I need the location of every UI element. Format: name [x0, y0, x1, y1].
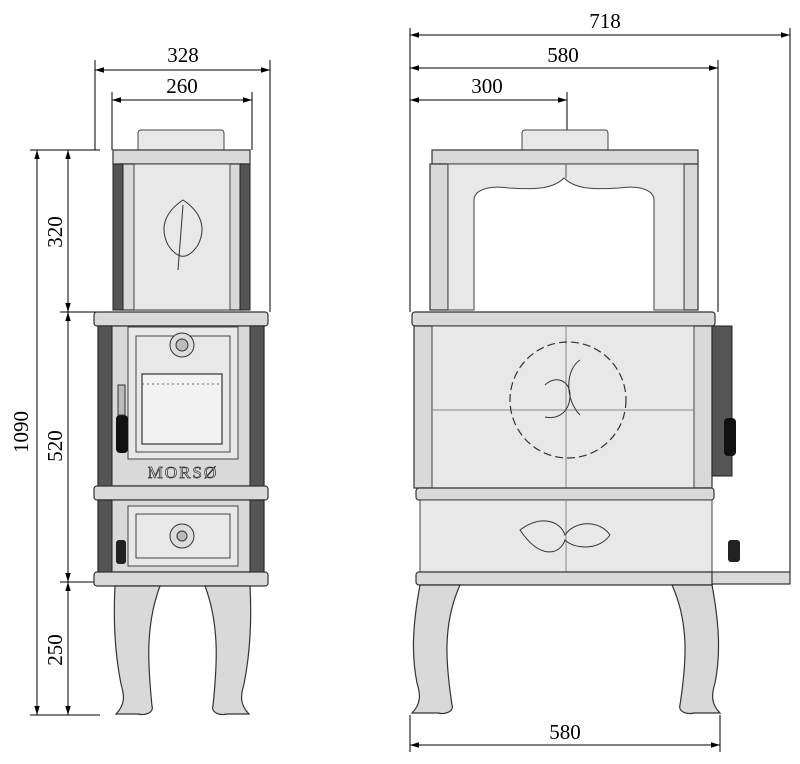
dimension-label: 520	[43, 430, 67, 462]
brand-logo: MORSØ	[148, 463, 218, 482]
dimension-label: 260	[166, 74, 198, 98]
dimension-label: 320	[43, 216, 67, 248]
dimension-label: 328	[167, 43, 199, 67]
stove-side-illustration	[410, 129, 791, 715]
dimension-label: 1090	[9, 411, 33, 453]
dimension-label: 580	[547, 43, 579, 67]
dimension-label: 580	[549, 720, 581, 744]
front-view: 328 260 1090 320 520 250	[9, 43, 271, 716]
stove-front-illustration: MORSØ	[93, 129, 269, 716]
dimension-label: 300	[471, 74, 503, 98]
side-view: 718 580 300 580	[409, 9, 791, 752]
dimension-label: 718	[589, 9, 621, 33]
dimension-label: 250	[43, 634, 67, 666]
